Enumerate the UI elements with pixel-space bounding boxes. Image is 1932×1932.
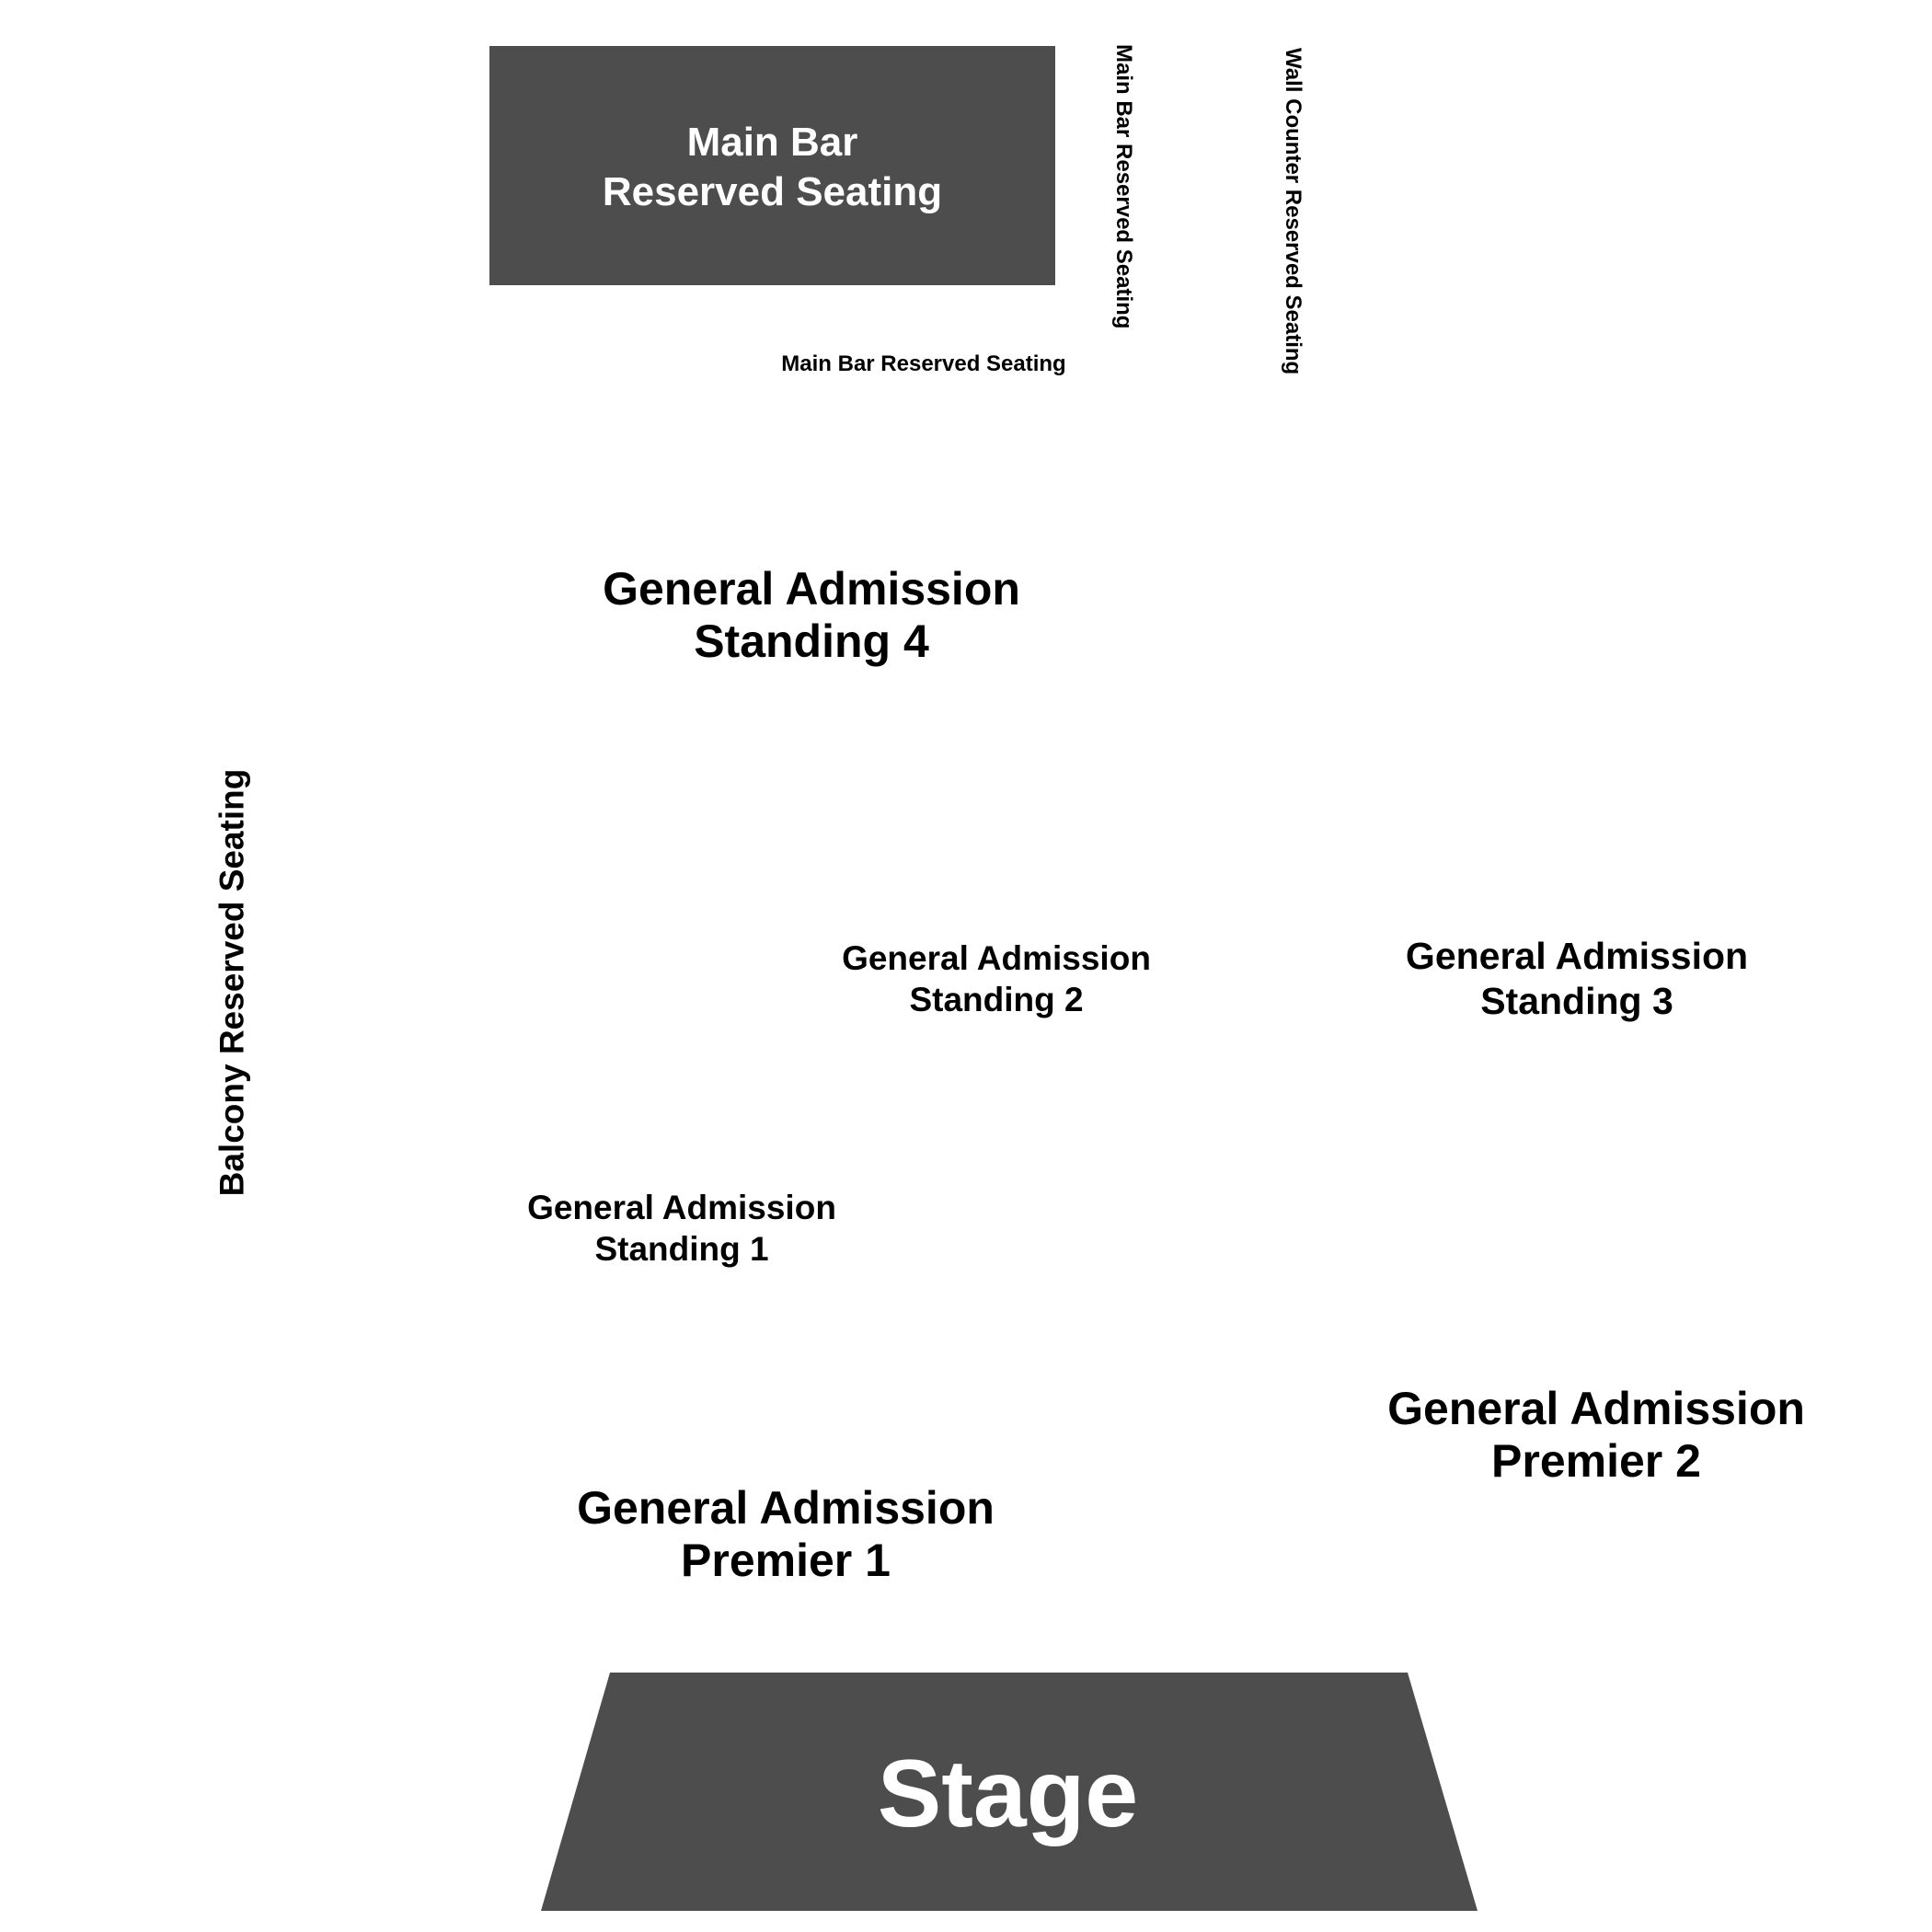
ga-premier-2-section[interactable]: General Admission Premier 2 <box>1387 1383 1805 1488</box>
ga-standing-1-line1: General Admission <box>527 1189 836 1226</box>
ga-premier-1-line1: General Admission <box>577 1482 995 1534</box>
ga-premier-2-line1: General Admission <box>1387 1383 1805 1434</box>
ga-standing-2-section[interactable]: General Admission Standing 2 <box>842 937 1151 1020</box>
ga-standing-3-line1: General Admission <box>1405 935 1749 977</box>
main-bar-block[interactable]: Main Bar Reserved Seating <box>489 46 1055 285</box>
ga-standing-3-section[interactable]: General Admission Standing 3 <box>1406 934 1748 1024</box>
ga-standing-1-line2: Standing 1 <box>594 1230 769 1268</box>
ga-standing-4-section[interactable]: General Admission Standing 4 <box>603 563 1020 668</box>
stage-label: Stage <box>877 1741 1139 1847</box>
ga-premier-1-line2: Premier 1 <box>681 1535 891 1586</box>
main-bar-bottom-section[interactable]: Main Bar Reserved Seating <box>781 351 1066 376</box>
ga-premier-2-line2: Premier 2 <box>1491 1435 1701 1487</box>
ga-standing-3-line2: Standing 3 <box>1480 980 1673 1022</box>
main-bar-label: Main Bar Reserved Seating <box>489 118 1055 217</box>
main-bar-label-line2: Reserved Seating <box>602 169 943 214</box>
ga-standing-2-line1: General Admission <box>842 939 1151 977</box>
ga-standing-4-line2: Standing 4 <box>694 615 929 667</box>
ga-premier-1-section[interactable]: General Admission Premier 1 <box>577 1482 995 1587</box>
wall-counter-section[interactable]: Wall Counter Reserved Seating <box>1281 48 1305 375</box>
main-bar-side-section[interactable]: Main Bar Reserved Seating <box>1111 44 1136 329</box>
balcony-section[interactable]: Balcony Reserved Seating <box>213 768 251 1197</box>
ga-standing-4-line1: General Admission <box>603 563 1020 615</box>
main-bar-label-line1: Main Bar <box>686 120 858 165</box>
ga-standing-2-line2: Standing 2 <box>909 981 1084 1018</box>
ga-standing-1-section[interactable]: General Admission Standing 1 <box>527 1187 836 1270</box>
